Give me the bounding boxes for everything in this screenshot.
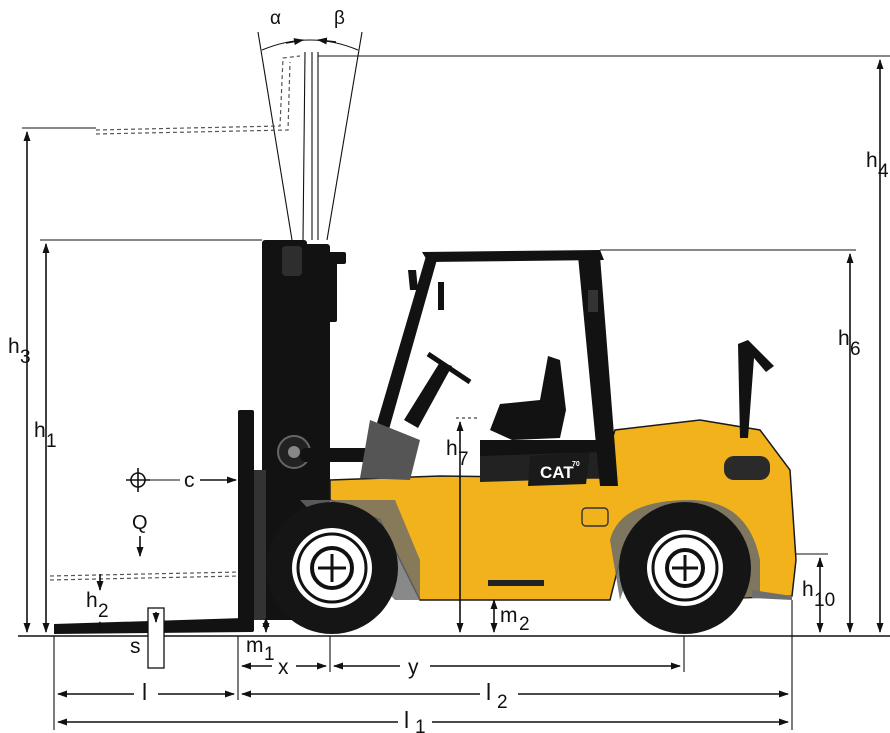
rear-wheel: [619, 502, 751, 634]
fork-thickness-gauge: [147, 607, 165, 669]
label-m2-sub: 2: [519, 614, 530, 635]
label-h7: h: [446, 437, 458, 460]
dimension-labels: α β h 4 h 3 h 1 h 6 h 7 h 10 h 2 m 2 m 1…: [8, 8, 889, 733]
label-h4: h: [866, 149, 878, 172]
label-l1: l: [404, 707, 409, 733]
model-text: 70: [572, 461, 580, 468]
label-h2-sub: 2: [98, 601, 109, 622]
label-h10: h: [802, 578, 814, 601]
mast: [262, 240, 346, 620]
label-h6-sub: 6: [850, 339, 861, 360]
forklift-illustration: CAT 70: [49, 31, 797, 669]
label-m1: m: [246, 634, 264, 657]
label-l2: l: [486, 679, 491, 705]
label-h3-sub: 3: [20, 347, 31, 368]
label-h4-sub: 4: [878, 161, 889, 182]
label-h1-sub: 1: [46, 431, 57, 452]
label-Q: Q: [132, 512, 148, 534]
label-h3: h: [8, 335, 20, 358]
label-m1-sub: 1: [264, 644, 275, 665]
label-l2-sub: 2: [497, 692, 508, 713]
tilt-angle-lines: [257, 31, 363, 241]
raised-fork-dashed: [49, 55, 301, 581]
label-h6: h: [838, 327, 850, 350]
label-l1-sub: 1: [415, 717, 426, 733]
label-h7-sub: 7: [458, 449, 469, 470]
overhead-guard: [360, 250, 618, 486]
cat-logo: CAT 70: [528, 452, 590, 486]
label-c: c: [184, 469, 195, 492]
label-h10-sub: 10: [814, 590, 835, 611]
label-y: y: [408, 656, 419, 679]
label-h1: h: [34, 419, 46, 442]
load-center-marker: [126, 468, 150, 492]
label-h2: h: [86, 589, 98, 612]
label-m2: m: [500, 604, 518, 627]
label-beta: β: [334, 8, 345, 29]
dimension-lines: [22, 37, 890, 730]
counterweight-rail: [738, 340, 774, 438]
label-l: l: [142, 679, 147, 705]
label-x: x: [278, 656, 289, 679]
label-alpha: α: [270, 8, 281, 29]
logo-text: CAT: [540, 463, 574, 482]
front-wheel: [266, 502, 398, 634]
label-s: s: [130, 635, 141, 658]
